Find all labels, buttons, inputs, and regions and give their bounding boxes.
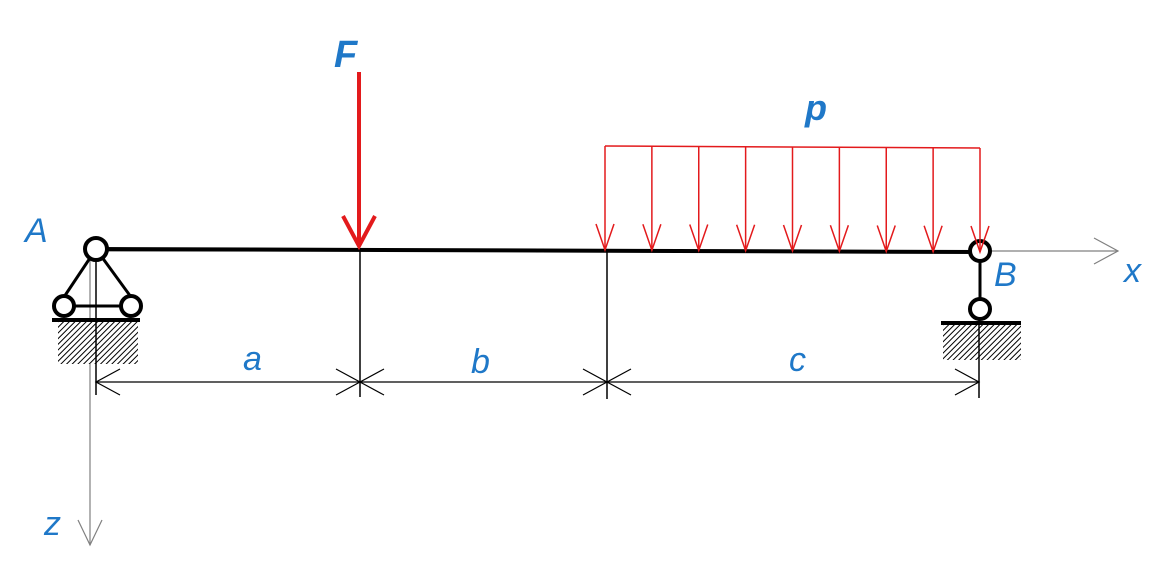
distributed-load-arrow: [970, 148, 990, 255]
support-b: [968, 239, 992, 321]
label-force: F: [334, 34, 359, 76]
label-span-b: b: [471, 343, 490, 381]
section-lines: [95, 250, 980, 399]
support-a-ground: [52, 318, 140, 364]
dimension-c: [605, 368, 981, 396]
label-distributed-load: p: [804, 87, 827, 128]
support-a: [52, 236, 143, 318]
distributed-load: [595, 145, 990, 255]
beam: [95, 247, 981, 254]
label-support-b: B: [994, 256, 1017, 294]
label-support-a: A: [23, 212, 48, 250]
distributed-load-arrow: [876, 147, 896, 254]
force-arrow: [341, 72, 377, 251]
distributed-load-arrow: [689, 146, 709, 253]
distributed-load-arrow: [923, 147, 943, 255]
label-axis-z: z: [43, 505, 61, 543]
label-span-a: a: [243, 340, 262, 378]
dimension-a: [94, 368, 362, 396]
distributed-load-arrow: [735, 146, 756, 254]
distributed-load-arrow: [782, 147, 803, 254]
axis-z: [77, 250, 103, 547]
support-b-ground: [941, 321, 1021, 360]
label-axis-x: x: [1122, 252, 1142, 290]
distributed-load-arrow: [829, 147, 850, 254]
distributed-load-arrow: [642, 146, 662, 253]
label-span-c: c: [789, 341, 806, 379]
distributed-load-arrow: [595, 146, 615, 253]
